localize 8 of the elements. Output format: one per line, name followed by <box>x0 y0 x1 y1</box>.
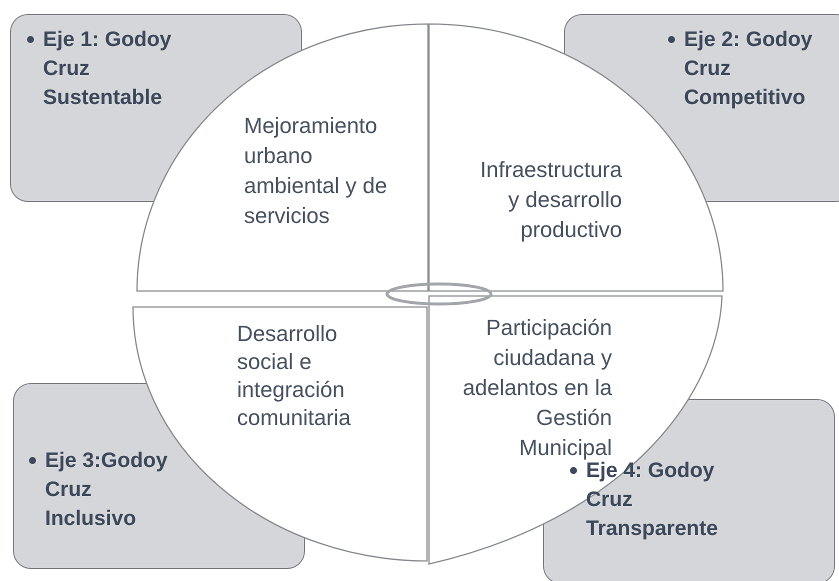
sector-label: Infraestructura y desarrollo productivo <box>479 156 622 244</box>
axis-title: Eje 3:Godoy Cruz Inclusivo <box>45 448 169 532</box>
axis-title: Eje 4: Godoy Cruz Transparente <box>586 459 719 542</box>
axis-title: Eje 1: Godoy Cruz Sustentable <box>43 27 172 111</box>
axis-title: Eje 2: Godoy Cruz Competitivo <box>684 27 814 111</box>
sector-label: Desarrollo social e integración comunitaria <box>237 320 352 432</box>
sector-label: Participación ciudadana y adelantos en la Gestión Municipal <box>462 314 612 462</box>
sector-label: Mejoramiento urbano ambiental y de servicios <box>244 112 388 230</box>
